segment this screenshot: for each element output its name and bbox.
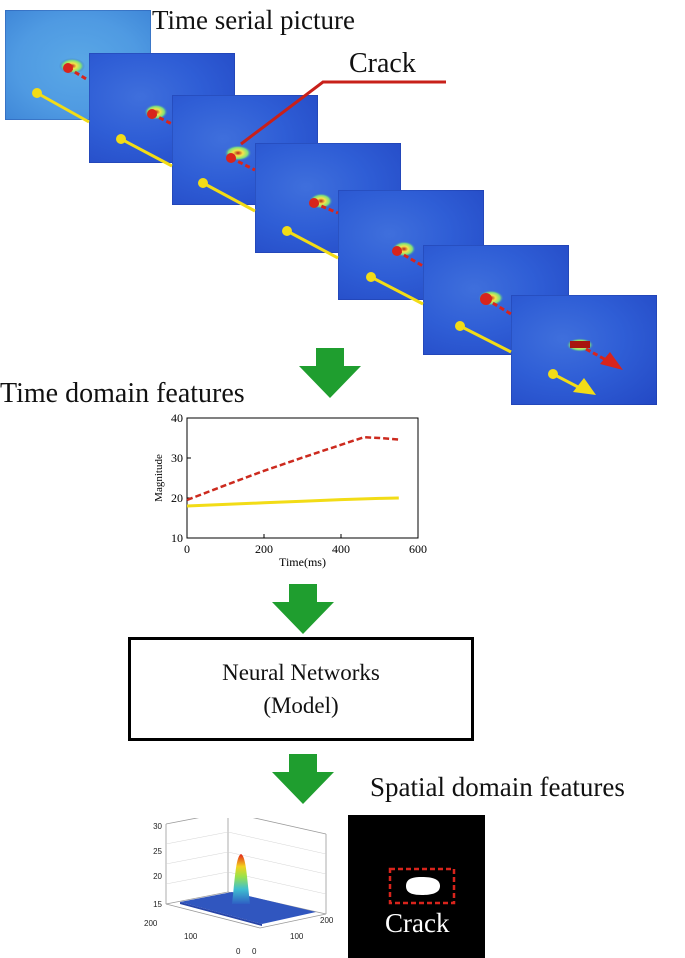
crack-marker [147,109,157,119]
crack-label-bottom: Crack [385,908,450,938]
x-axis-label: Time(ms) [279,555,326,569]
model-title: Neural Networks [222,660,380,685]
y-axis-label: Magnitude [153,454,165,502]
neural-network-model-box: Neural Networks (Model) [128,637,474,741]
surface-peak [232,854,250,904]
reference-trail [120,137,173,168]
surface-plot-grid [165,831,327,895]
green-arrow-icon [272,584,334,634]
crack-mask-image: Crack [348,815,485,958]
crack-marker [392,246,402,256]
time-serial-picture-label: Time serial picture [152,5,355,35]
reference-arrowhead [573,378,596,395]
x-tick-label: 600 [409,542,427,556]
x-tick-label: 200 [255,542,273,556]
reference-trail [370,275,424,306]
y-tick-label: 20 [171,491,183,505]
right-axis-tick: 200 [320,916,334,925]
right-axis-tick: 100 [290,932,304,941]
z-tick: 30 [153,822,162,831]
reference-trail [202,181,256,213]
reference-trail [286,229,339,260]
crack-marker [63,63,73,73]
green-arrow-icon [272,754,334,804]
crack-marker [309,198,319,208]
crack-blob [406,877,440,895]
z-tick: 25 [153,847,162,856]
x-tick-label: 400 [332,542,350,556]
crack-marker [480,293,492,305]
surface-z-ticks: 30 25 20 15 [153,822,162,909]
surface-plot-3d: 30 25 20 15 200 100 0 0 100 200 [144,818,334,956]
y-tick-label: 40 [171,411,183,425]
reference-marker [548,369,558,379]
crack-label-top: Crack [349,48,416,79]
z-tick: 20 [153,872,162,881]
crack-leader-line [240,80,446,146]
surface-xy-ticks: 200 100 0 0 100 200 [144,916,334,956]
plot-area [186,417,419,539]
time-domain-features-label: Time domain features [0,378,245,409]
crack-trail [396,249,424,268]
left-axis-tick: 200 [144,919,158,928]
reference-trail [459,324,512,354]
series-line-yellow [186,496,399,508]
model-subtitle: (Model) [263,693,339,718]
x-tick-label: 0 [184,542,190,556]
reference-marker [198,178,208,188]
y-tick-label: 30 [171,451,183,465]
crack-bounding-box [388,867,456,905]
reference-marker [32,88,42,98]
spatial-domain-features-label: Spatial domain features [370,772,625,802]
y-tick-label: 10 [171,531,183,545]
crack-marker [226,153,236,163]
crack-region [570,341,590,348]
right-axis-tick: 0 [252,947,257,956]
surface-base [180,892,316,924]
reference-marker [455,321,465,331]
crack-arrowhead [600,352,623,370]
left-axis-tick: 0 [236,947,241,956]
series-line-red [186,435,399,502]
z-tick: 15 [153,900,162,909]
reference-trail [36,91,90,124]
left-axis-tick: 100 [184,932,198,941]
green-arrow-icon [299,348,361,398]
reference-marker [116,134,126,144]
reference-marker [366,272,376,282]
reference-marker [282,226,292,236]
frame-markers-overlay [32,58,623,395]
